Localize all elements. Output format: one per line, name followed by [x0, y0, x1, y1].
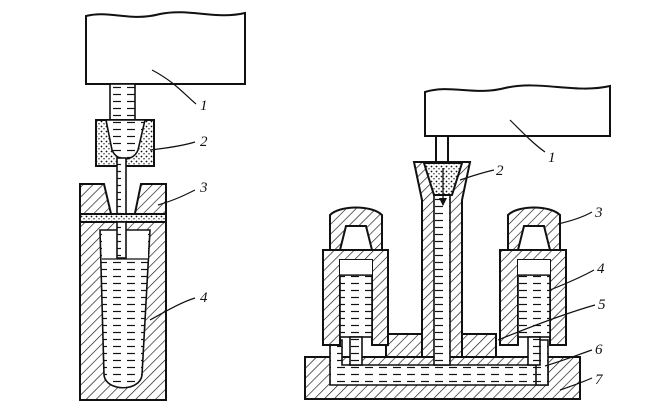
right-ladle-block — [424, 84, 611, 137]
left-cap-plate — [79, 213, 167, 223]
right-label-3: 3 — [594, 205, 603, 221]
left-mould-cap — [79, 183, 114, 219]
right-right-mould-cap — [507, 206, 561, 251]
right-central-tube — [433, 189, 451, 366]
left-mould-cavity — [99, 229, 151, 389]
right-diagram: 1 2 3 4 5 6 7 — [304, 84, 611, 400]
right-label-2: 2 — [496, 163, 504, 179]
left-mould-cap-right — [132, 183, 167, 219]
right-left-mould-neck — [349, 336, 363, 366]
left-diagram: 1 2 3 4 — [79, 11, 246, 401]
right-label-4: 4 — [597, 261, 605, 277]
left-label-2: 2 — [200, 134, 208, 150]
right-label-6: 6 — [595, 342, 603, 358]
left-funnel — [105, 119, 147, 160]
left-ladle-block — [85, 11, 246, 85]
right-stem — [435, 135, 449, 163]
left-stem-tube — [109, 83, 136, 125]
right-sprue-base — [385, 333, 427, 358]
right-label-5: 5 — [598, 297, 606, 313]
right-left-mould-cap — [329, 206, 383, 251]
right-label-7: 7 — [595, 372, 604, 388]
left-label-1: 1 — [200, 98, 208, 114]
left-pour-tube-inner — [116, 221, 127, 259]
right-label-1: 1 — [548, 150, 556, 166]
left-label-3: 3 — [199, 180, 208, 196]
right-right-mould-metal — [517, 274, 551, 338]
left-label-4: 4 — [200, 290, 208, 306]
right-left-mould-metal — [339, 274, 373, 338]
right-right-mould-neck — [527, 336, 541, 366]
